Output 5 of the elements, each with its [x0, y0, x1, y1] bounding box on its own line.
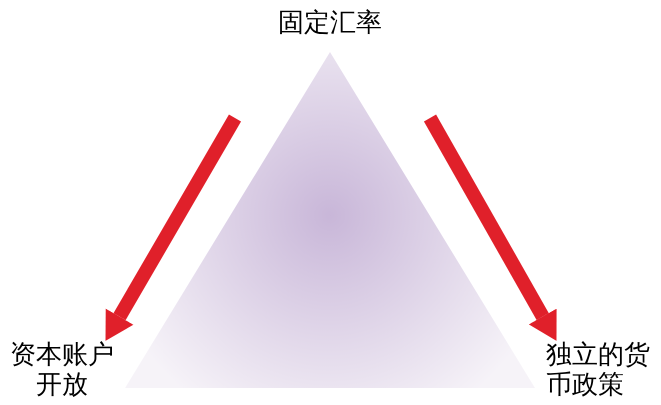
vertex-label: 独立的货币政策: [546, 340, 651, 400]
vertex-label: 固定汇率: [277, 8, 383, 38]
arrow: [106, 114, 242, 341]
vertex-label: 资本账户开放: [9, 340, 115, 400]
arrow: [424, 114, 557, 341]
